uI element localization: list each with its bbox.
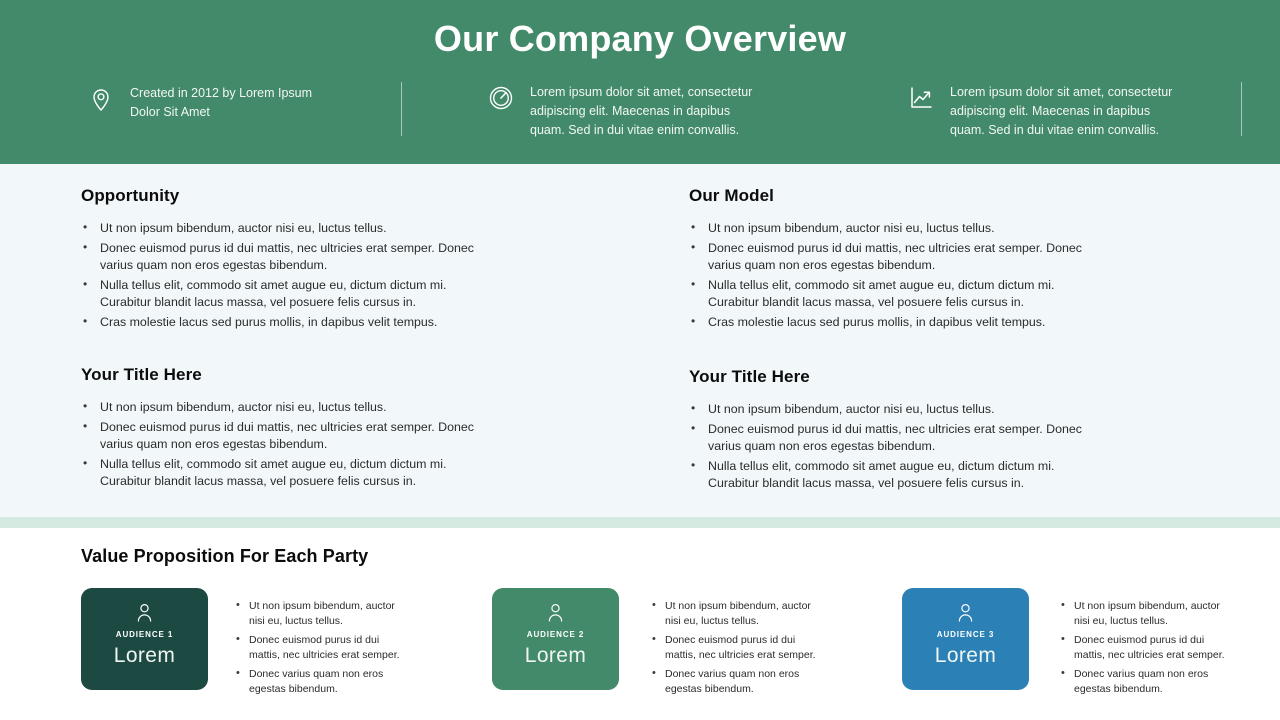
speedometer-icon	[486, 83, 516, 113]
header-fact-2-line2: adipiscing elit. Maecenas in dapibus	[530, 104, 731, 118]
list-item: Donec euismod purus id dui mattis, nec u…	[1060, 632, 1232, 662]
header-fact-3-text: Lorem ipsum dolor sit amet, consectetur …	[950, 83, 1172, 140]
slide-header: Our Company Overview Created in 2012 by …	[0, 0, 1280, 164]
section-bullets-our-model: Ut non ipsum bibendum, auctor nisi eu, l…	[689, 219, 1089, 332]
audience-card-1-name: Lorem	[113, 644, 176, 667]
list-item: Donec varius quam non eros egestas biben…	[651, 666, 823, 696]
section-opportunity: Opportunity Ut non ipsum bibendum, aucto…	[81, 186, 481, 333]
list-item: Donec euismod purus id dui mattis, nec u…	[81, 418, 481, 454]
list-item: Ut non ipsum bibendum, auctor nisi eu, l…	[81, 398, 481, 417]
header-facts: Created in 2012 by Lorem Ipsum Dolor Sit…	[0, 78, 1280, 148]
value-proposition-title: Value Proposition For Each Party	[81, 546, 369, 566]
section-title-our-model: Our Model	[689, 186, 774, 205]
value-proposition-group-3: AUDIENCE 3 Lorem Ut non ipsum bibendum, …	[902, 588, 1232, 701]
list-item: Donec varius quam non eros egestas biben…	[1060, 666, 1232, 696]
list-item: Ut non ipsum bibendum, auctor nisi eu, l…	[689, 219, 1089, 238]
header-fact-3-line2: adipiscing elit. Maecenas in dapibus	[950, 104, 1151, 118]
header-fact-3: Lorem ipsum dolor sit amet, consectetur …	[840, 78, 1280, 148]
list-item: Donec euismod purus id dui mattis, nec u…	[81, 239, 481, 275]
header-fact-1: Created in 2012 by Lorem Ipsum Dolor Sit…	[0, 78, 402, 148]
list-item: Donec euismod purus id dui mattis, nec u…	[651, 632, 823, 662]
page-title: Our Company Overview	[433, 18, 847, 59]
list-item: Ut non ipsum bibendum, auctor nisi eu, l…	[651, 598, 823, 628]
list-item: Nulla tellus elit, commodo sit amet augu…	[81, 455, 481, 491]
audience-card-1-label: AUDIENCE 1	[115, 630, 174, 639]
audience-card-2[interactable]: AUDIENCE 2 Lorem	[492, 588, 619, 690]
list-item: Nulla tellus elit, commodo sit amet augu…	[81, 276, 481, 312]
header-fact-2: Lorem ipsum dolor sit amet, consectetur …	[402, 78, 1242, 148]
audience-2-bullets: Ut non ipsum bibendum, auctor nisi eu, l…	[619, 588, 823, 701]
header-fact-2-text: Lorem ipsum dolor sit amet, consectetur …	[530, 83, 752, 140]
list-item: Ut non ipsum bibendum, auctor nisi eu, l…	[689, 400, 1089, 419]
section-title-opportunity: Opportunity	[81, 186, 180, 205]
section-divider-band	[0, 517, 1280, 528]
value-proposition-area: Value Proposition For Each Party AUDIENC…	[0, 528, 1280, 720]
list-item: Donec varius quam non eros egestas biben…	[235, 666, 407, 696]
list-item: Ut non ipsum bibendum, auctor nisi eu, l…	[235, 598, 407, 628]
person-icon	[957, 603, 974, 622]
header-fact-3-line1: Lorem ipsum dolor sit amet, consectetur	[950, 85, 1173, 99]
list-item: Donec euismod purus id dui mattis, nec u…	[689, 239, 1089, 275]
section-title-your-title-left: Your Title Here	[81, 365, 202, 384]
header-divider-2	[1241, 82, 1242, 136]
location-pin-icon	[86, 84, 116, 114]
section-your-title-right: Your Title Here Ut non ipsum bibendum, a…	[689, 367, 1089, 495]
audience-3-bullets: Ut non ipsum bibendum, auctor nisi eu, l…	[1029, 588, 1232, 701]
value-proposition-group-2: AUDIENCE 2 Lorem Ut non ipsum bibendum, …	[492, 588, 823, 701]
section-our-model: Our Model Ut non ipsum bibendum, auctor …	[689, 186, 1089, 333]
value-proposition-group-1: AUDIENCE 1 Lorem Ut non ipsum bibendum, …	[81, 588, 407, 701]
list-item: Donec euismod purus id dui mattis, nec u…	[235, 632, 407, 662]
section-your-title-left: Your Title Here Ut non ipsum bibendum, a…	[81, 365, 481, 493]
header-fact-3-line3: quam. Sed in dui vitae enim convallis.	[950, 123, 1160, 137]
audience-card-2-name: Lorem	[524, 644, 587, 667]
person-icon	[136, 603, 153, 622]
audience-card-3-label: AUDIENCE 3	[936, 630, 995, 639]
list-item: Nulla tellus elit, commodo sit amet augu…	[689, 276, 1089, 312]
header-fact-1-line2: Dolor Sit Amet	[130, 105, 210, 119]
value-proposition-row: AUDIENCE 1 Lorem Ut non ipsum bibendum, …	[0, 588, 1280, 712]
header-fact-2-line3: quam. Sed in dui vitae enim convallis.	[530, 123, 740, 137]
section-bullets-opportunity: Ut non ipsum bibendum, auctor nisi eu, l…	[81, 219, 481, 332]
section-bullets-your-title-left: Ut non ipsum bibendum, auctor nisi eu, l…	[81, 398, 481, 491]
header-fact-1-line1: Created in 2012 by Lorem Ipsum	[130, 86, 313, 100]
section-title-your-title-right: Your Title Here	[689, 367, 810, 386]
person-icon	[547, 603, 564, 622]
audience-card-1[interactable]: AUDIENCE 1 Lorem	[81, 588, 208, 690]
section-bullets-your-title-right: Ut non ipsum bibendum, auctor nisi eu, l…	[689, 400, 1089, 493]
growth-chart-icon	[906, 83, 936, 113]
list-item: Cras molestie lacus sed purus mollis, in…	[689, 313, 1089, 332]
list-item: Ut non ipsum bibendum, auctor nisi eu, l…	[1060, 598, 1232, 628]
audience-card-3-name: Lorem	[934, 644, 997, 667]
audience-card-3[interactable]: AUDIENCE 3 Lorem	[902, 588, 1029, 690]
audience-card-2-label: AUDIENCE 2	[526, 630, 585, 639]
audience-1-bullets: Ut non ipsum bibendum, auctor nisi eu, l…	[208, 588, 407, 701]
list-item: Donec euismod purus id dui mattis, nec u…	[689, 420, 1089, 456]
list-item: Cras molestie lacus sed purus mollis, in…	[81, 313, 481, 332]
header-divider-1	[401, 82, 402, 136]
list-item: Ut non ipsum bibendum, auctor nisi eu, l…	[81, 219, 481, 238]
header-fact-2-line1: Lorem ipsum dolor sit amet, consectetur	[530, 85, 753, 99]
header-fact-1-text: Created in 2012 by Lorem Ipsum Dolor Sit…	[130, 84, 312, 122]
list-item: Nulla tellus elit, commodo sit amet augu…	[689, 457, 1089, 493]
